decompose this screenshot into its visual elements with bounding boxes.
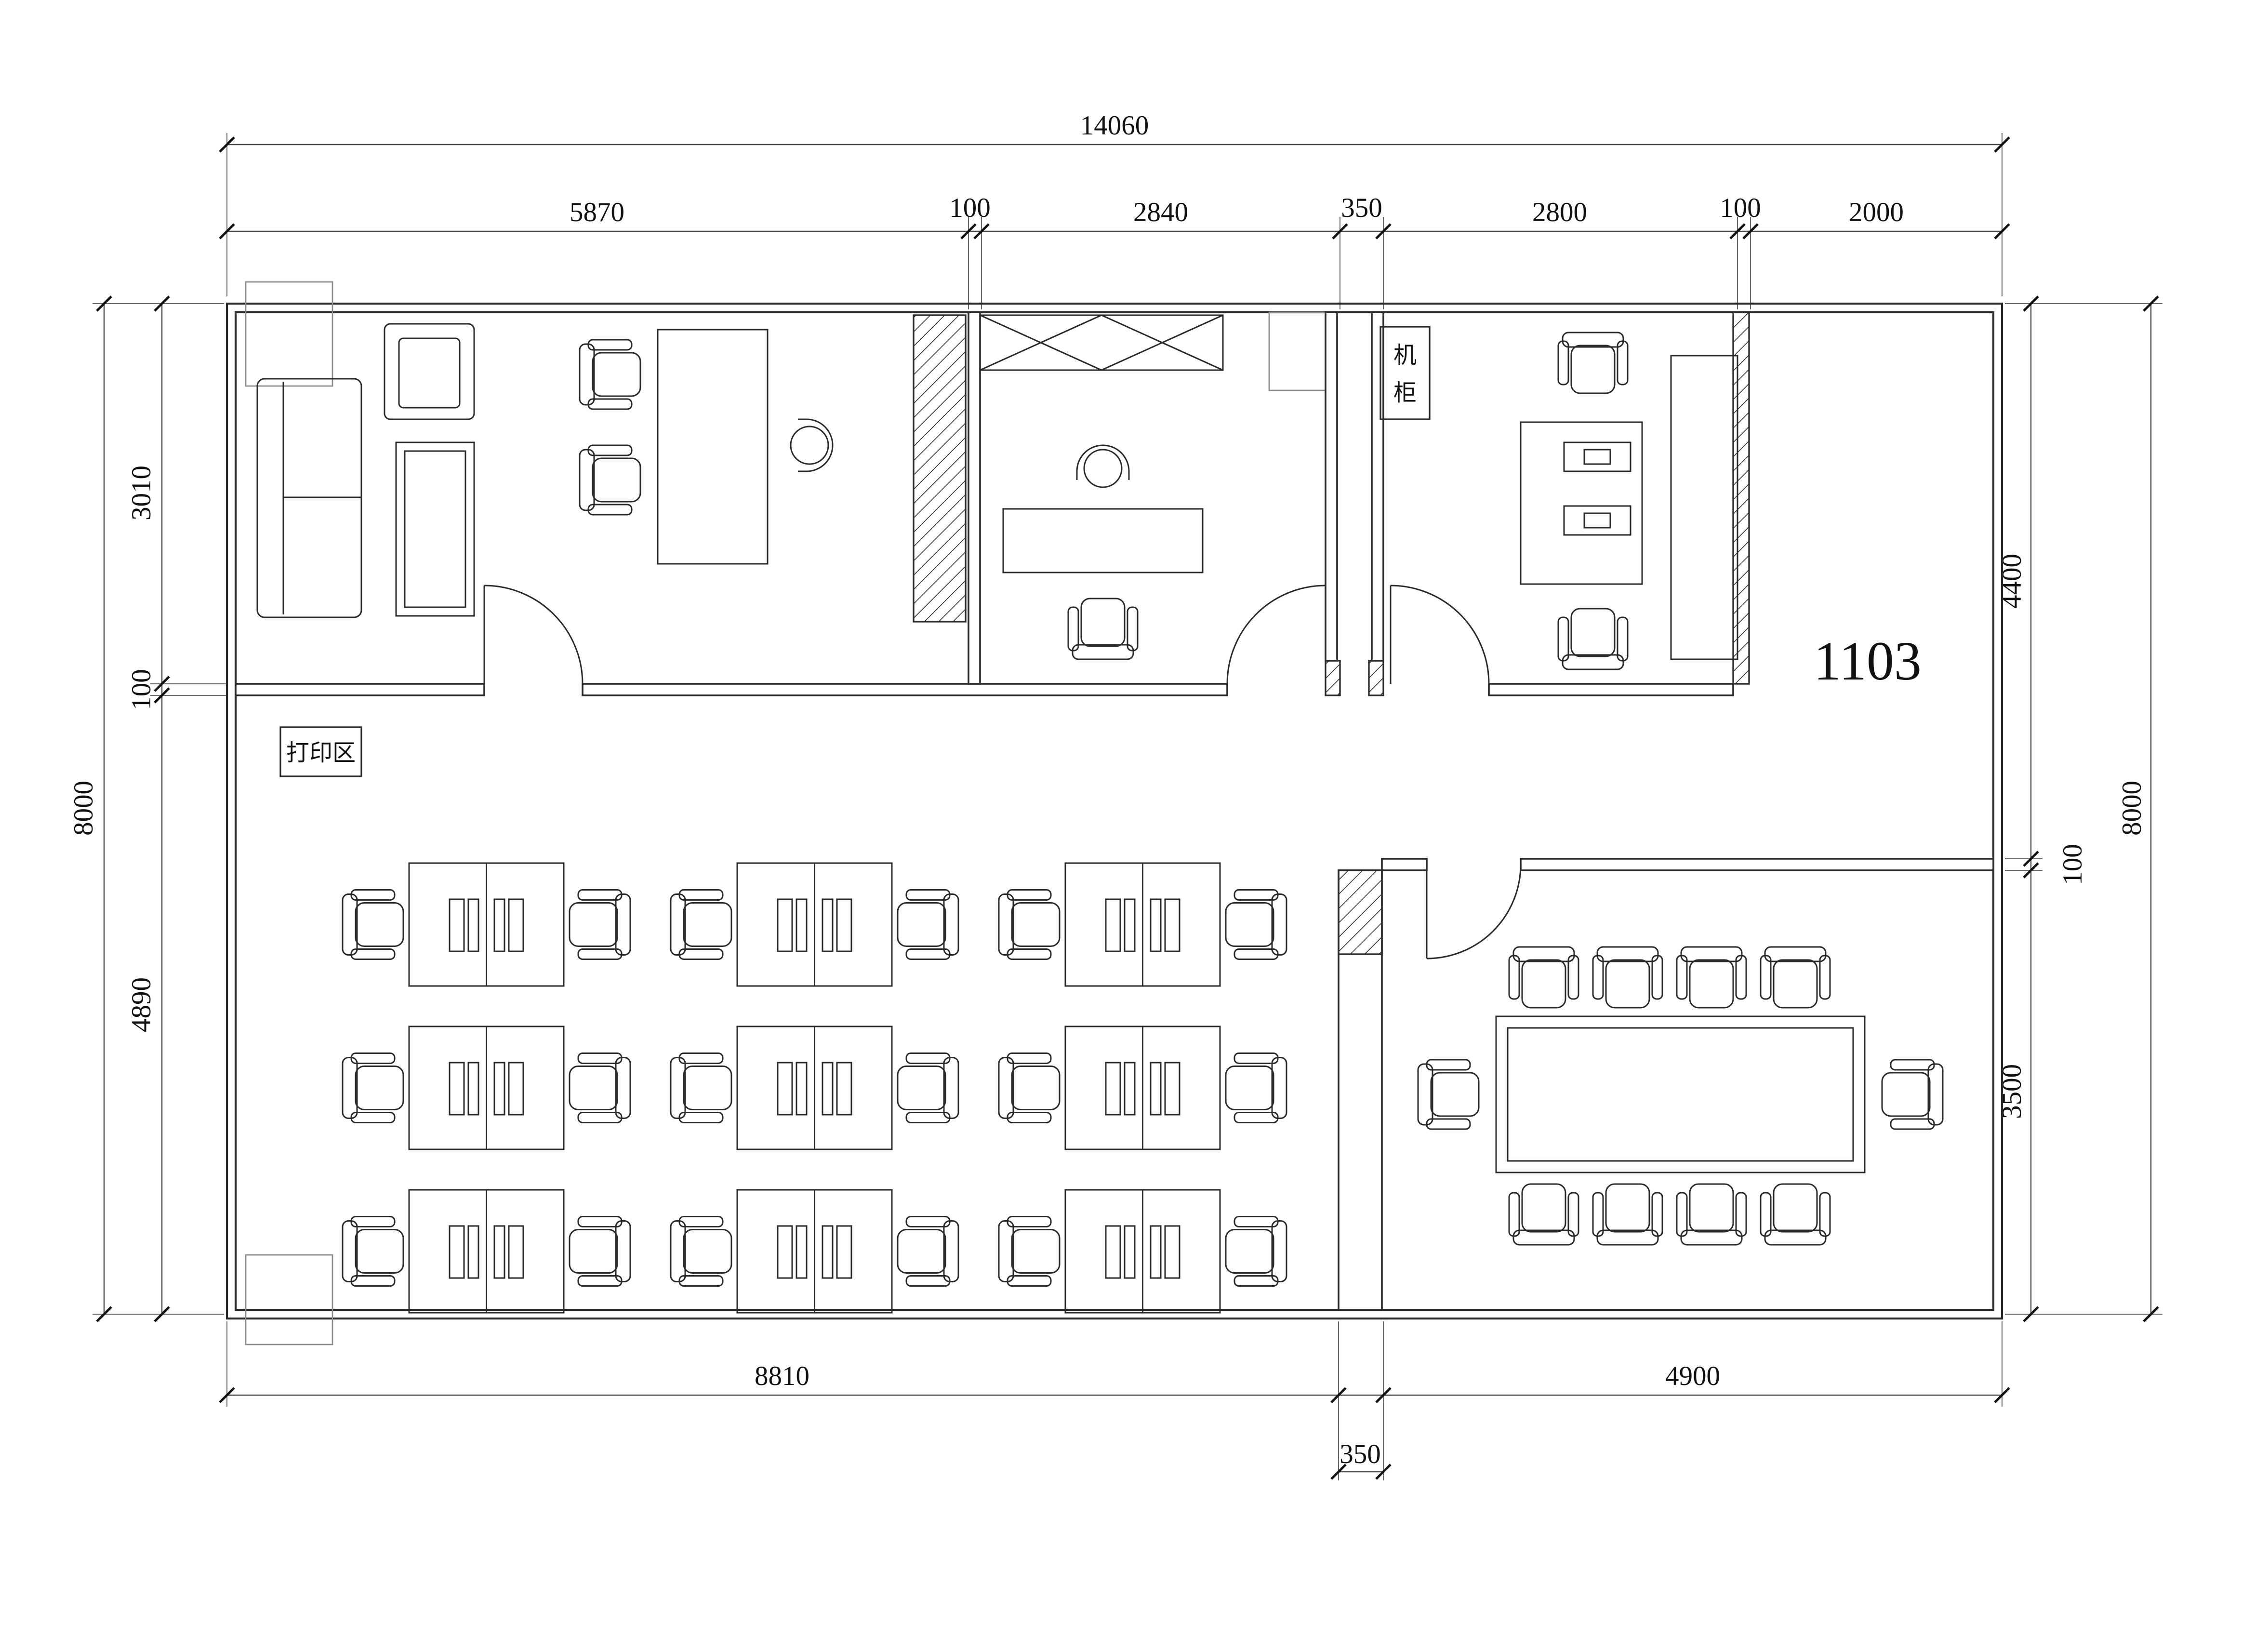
coffee-table xyxy=(395,441,475,617)
dim-left-1: 3010 xyxy=(126,466,157,520)
dim-top-seg-6: 100 xyxy=(1720,193,1761,223)
dimension-text: 14060 5870 100 2840 350 2800 100 2000 30… xyxy=(68,110,2147,1469)
dim-top-seg-4: 350 xyxy=(1341,193,1382,223)
conference-chair xyxy=(1881,1059,1944,1130)
outer-walls xyxy=(225,302,2003,1320)
dim-right-total: 8000 xyxy=(2117,781,2147,836)
dim-top-seg-3: 2840 xyxy=(1133,197,1188,227)
dim-right-2: 100 xyxy=(2057,844,2088,885)
conference-chair xyxy=(1592,946,1663,1009)
office-desk xyxy=(1002,508,1204,573)
conference-chair xyxy=(1676,1183,1747,1246)
open-office-area: 打印区 xyxy=(279,726,1287,1313)
dim-left-3: 4890 xyxy=(126,977,157,1032)
armchair xyxy=(384,323,475,420)
dim-top-seg-1: 5870 xyxy=(570,197,624,227)
desk-chair xyxy=(1557,608,1629,670)
workstation-cluster xyxy=(343,1026,630,1149)
workstation-cluster xyxy=(671,1026,958,1149)
room-office-1 xyxy=(979,314,1224,660)
workstation-cluster xyxy=(343,863,630,986)
dim-bottom-2: 4900 xyxy=(1665,1361,1720,1391)
dim-left-total: 8000 xyxy=(68,781,99,836)
door-office-1 xyxy=(1226,585,1326,684)
conference-chair xyxy=(1760,1183,1831,1246)
print-area-text: 打印区 xyxy=(286,740,356,766)
dim-left-2: 100 xyxy=(126,669,157,710)
workstation-cluster xyxy=(999,1026,1287,1149)
sideboard xyxy=(1670,355,1738,660)
office-chair xyxy=(790,418,834,472)
dimension-lines xyxy=(96,136,2159,1480)
structural-piers xyxy=(245,281,1328,1345)
dim-top-total: 14060 xyxy=(1080,110,1149,141)
print-area-label: 打印区 xyxy=(279,726,362,777)
reception-desk xyxy=(657,329,769,565)
wardrobe-cabinet xyxy=(979,314,1224,371)
workstation-cluster xyxy=(343,1190,630,1313)
conference-chair xyxy=(1676,946,1747,1009)
office-chair xyxy=(1076,444,1130,488)
guest-chair xyxy=(1067,598,1139,660)
server-cabinet-char-2: 柜 xyxy=(1393,380,1417,406)
door-office-2 xyxy=(1390,585,1490,684)
conference-chair xyxy=(1508,1183,1579,1246)
server-cabinet-char-1: 机 xyxy=(1393,343,1417,368)
room-office-2: 机 柜 xyxy=(1379,326,1738,670)
tall-cabinet xyxy=(913,314,967,623)
workstation-cluster xyxy=(671,863,958,986)
conference-table xyxy=(1495,1015,1866,1173)
dim-top-seg-2: 100 xyxy=(949,193,991,223)
guest-chair xyxy=(579,339,641,410)
conference-chair xyxy=(1760,946,1831,1009)
guest-chair xyxy=(579,444,641,516)
interior-walls xyxy=(235,311,1994,1311)
sofa xyxy=(256,378,362,618)
workstation-cluster xyxy=(999,1190,1287,1313)
room-reception xyxy=(256,314,967,623)
dim-bottom-1: 8810 xyxy=(755,1361,809,1391)
door-meeting-room xyxy=(1426,864,1522,959)
conference-chair xyxy=(1508,946,1579,1009)
workstation-cluster xyxy=(999,863,1287,986)
door-reception xyxy=(483,585,584,684)
desk-chair xyxy=(1557,332,1629,394)
dim-top-seg-7: 2000 xyxy=(1849,197,1904,227)
dim-top-seg-5: 2800 xyxy=(1532,197,1587,227)
drawer-desk xyxy=(1520,421,1643,585)
meeting-room xyxy=(1417,946,1944,1246)
doors xyxy=(483,585,1522,959)
server-cabinet-label: 机 柜 xyxy=(1379,326,1431,420)
conference-chair xyxy=(1592,1183,1663,1246)
dim-bottom-gap: 350 xyxy=(1340,1439,1381,1469)
unit-number: 1103 xyxy=(1814,630,1922,692)
conference-chair xyxy=(1417,1059,1480,1130)
workstation-cluster xyxy=(671,1190,958,1313)
